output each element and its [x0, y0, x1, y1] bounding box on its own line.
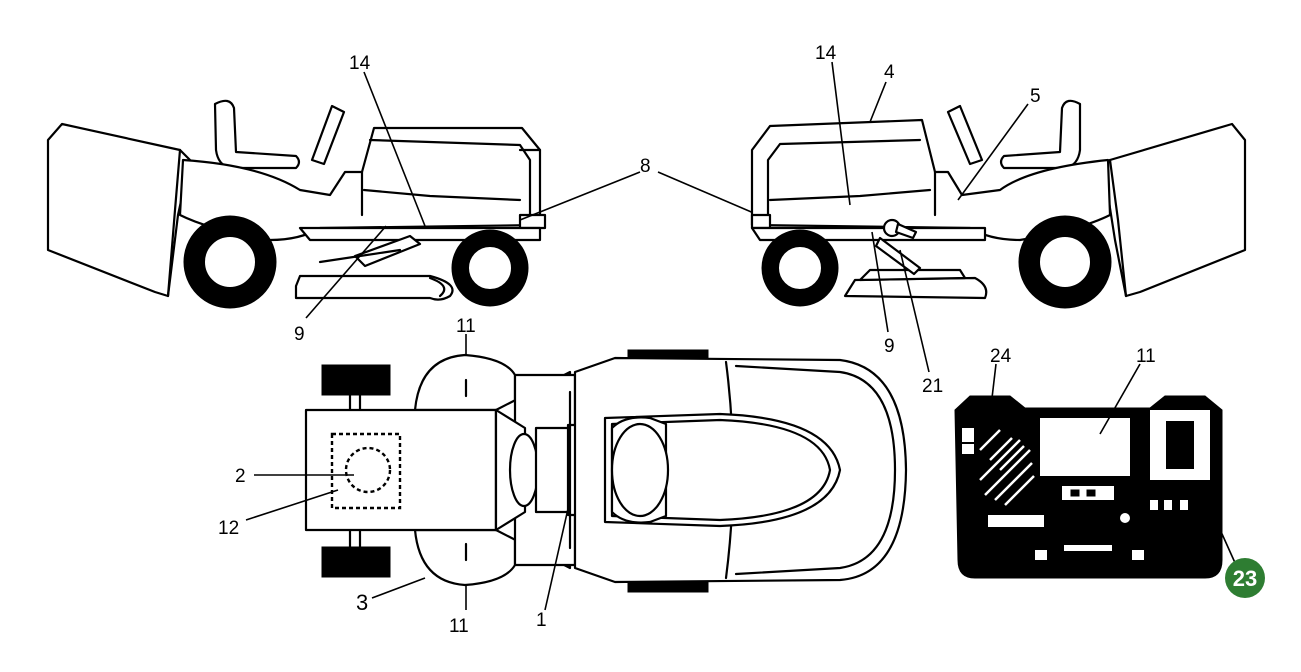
label-2: 2 — [235, 466, 246, 487]
label-24: 24 — [990, 346, 1012, 367]
label-left-9: 9 — [294, 324, 305, 345]
mower-deck-left — [294, 274, 454, 301]
label-decal-11: 11 — [1136, 346, 1156, 367]
label-8: 8 — [640, 156, 651, 177]
mower-left-side-view — [46, 99, 547, 309]
mower-deck-right — [843, 276, 988, 300]
steering-wheel-left — [310, 104, 346, 166]
label-top-11: 11 — [456, 316, 476, 337]
label-left-14: 14 — [349, 53, 371, 74]
mower-top-view — [304, 349, 908, 593]
badge-label: 23 — [1233, 566, 1257, 591]
label-4: 4 — [884, 62, 895, 83]
badge-circle — [1225, 558, 1265, 598]
label-1: 1 — [536, 610, 547, 631]
label-5: 5 — [1030, 86, 1041, 107]
mower-right-side-view — [750, 99, 1247, 309]
seat-right — [999, 99, 1082, 170]
rear-tire-bottom — [321, 546, 391, 578]
instruction-decal — [954, 395, 1223, 579]
label-12: 12 — [218, 518, 239, 539]
label-bottom-11: 11 — [449, 616, 469, 637]
label-right-9: 9 — [884, 336, 895, 357]
label-3: 3 — [356, 590, 368, 615]
label-right-14: 14 — [815, 43, 837, 64]
front-tire-bottom — [627, 581, 709, 593]
grass-bag-right — [1102, 122, 1247, 298]
label-21: 21 — [922, 376, 943, 397]
badge-23: 23 — [1225, 558, 1265, 598]
rear-body — [304, 408, 498, 532]
seat-left — [213, 99, 301, 170]
steering-wheel-right — [946, 104, 984, 166]
grass-bag-left — [46, 122, 192, 298]
rear-tire-top — [321, 364, 391, 396]
